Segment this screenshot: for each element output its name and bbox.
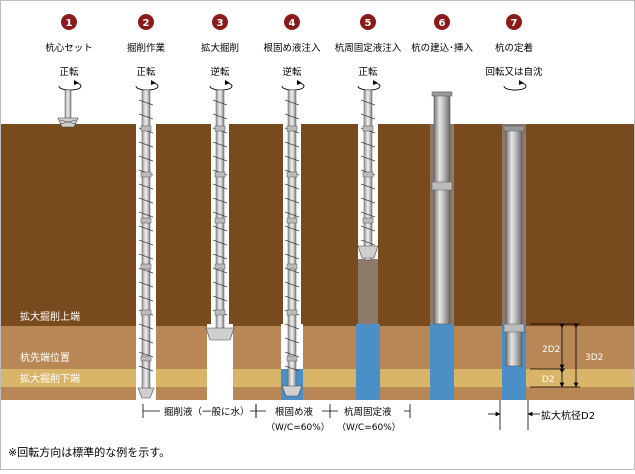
- step-3-number: 3: [217, 18, 224, 29]
- step-2-title: 掘削作業: [127, 42, 166, 54]
- step5-borehole: [356, 89, 380, 400]
- auger-spiral: [212, 99, 228, 316]
- diameter-marker: [488, 400, 540, 430]
- step7-pile: [502, 124, 526, 400]
- auger-spiral: [138, 99, 154, 372]
- fluid-label-3-note: （W/C=60%）: [337, 422, 401, 433]
- step-4-badge: [284, 14, 300, 30]
- step-5-rotation: 正転: [358, 67, 378, 78]
- rotation-icon: [503, 82, 527, 91]
- fluid-label-3: 杭周固定液: [344, 406, 392, 418]
- step-3-badge: [212, 14, 228, 30]
- label-expansion-bottom: 拡大掘削下端: [20, 372, 80, 385]
- diameter-label: 拡大杭径D2: [541, 409, 595, 422]
- step-6-title: 杭の建込･挿入: [411, 42, 473, 54]
- rotation-icon: [209, 82, 233, 91]
- step-5-title: 杭周固定液注入: [335, 42, 402, 54]
- step-7-rotation: 回転又は自沈: [485, 66, 543, 78]
- step-6-number: 6: [439, 18, 446, 29]
- step-4-title: 根固め液注入: [263, 42, 321, 54]
- step-1-badge: [61, 14, 77, 30]
- step-2-rotation: 正転: [136, 67, 156, 78]
- rotation-icon: [58, 82, 82, 91]
- step-7-title: 杭の定着: [495, 42, 533, 54]
- step-5-badge: [360, 14, 376, 30]
- fluid-label-2-note: （W/C=60%）: [266, 422, 330, 433]
- step-7-number: 7: [511, 18, 518, 29]
- rotation-icon: [281, 82, 305, 91]
- dim-2d2: 2D2: [542, 345, 560, 355]
- step3-borehole: [205, 89, 235, 400]
- step-4-number: 4: [289, 18, 296, 29]
- rotation-icon: [357, 82, 381, 91]
- fluid-label-1: 掘削液（一般に水）: [164, 406, 250, 418]
- step-2-number: 2: [143, 18, 150, 29]
- step-headers: 1杭心セット正転2掘削作業正転3拡大掘削逆転4根固め液注入逆転5杭周固定液注入正…: [45, 14, 543, 91]
- soil-yellow-layer: [0, 369, 635, 387]
- step-7-badge: [506, 14, 522, 30]
- dimension-lines: [530, 323, 580, 388]
- soil-bottom-layer: [0, 387, 635, 400]
- label-expansion-top: 拡大掘削上端: [20, 310, 80, 323]
- step2-borehole: [136, 89, 156, 400]
- auger-spiral: [284, 99, 300, 372]
- footnote: ※回転方向は標準的な例を示す。: [8, 445, 170, 459]
- dim-d2: D2: [542, 375, 555, 385]
- step-3-title: 拡大掘削: [201, 42, 239, 54]
- step-4-rotation: 逆転: [282, 66, 302, 78]
- auger-spiral: [360, 99, 376, 246]
- step1-auger: [57, 89, 79, 128]
- soil-band-layer: [0, 326, 635, 369]
- rotation-icon: [135, 82, 159, 91]
- step-3-rotation: 逆転: [210, 66, 230, 78]
- step6-pile: [430, 91, 454, 400]
- dim-3d2: 3D2: [585, 353, 603, 363]
- step-2-badge: [138, 14, 154, 30]
- label-pile-tip: 杭先端位置: [20, 351, 70, 364]
- soil-upper-layer: [0, 124, 635, 326]
- step4-borehole: [281, 89, 303, 400]
- fluid-label-2: 根固め液: [275, 406, 314, 418]
- step-5-number: 5: [365, 18, 372, 29]
- step-1-rotation: 正転: [59, 67, 79, 78]
- step-1-title: 杭心セット: [45, 42, 93, 54]
- step-1-number: 1: [66, 18, 73, 29]
- step-6-badge: [434, 14, 450, 30]
